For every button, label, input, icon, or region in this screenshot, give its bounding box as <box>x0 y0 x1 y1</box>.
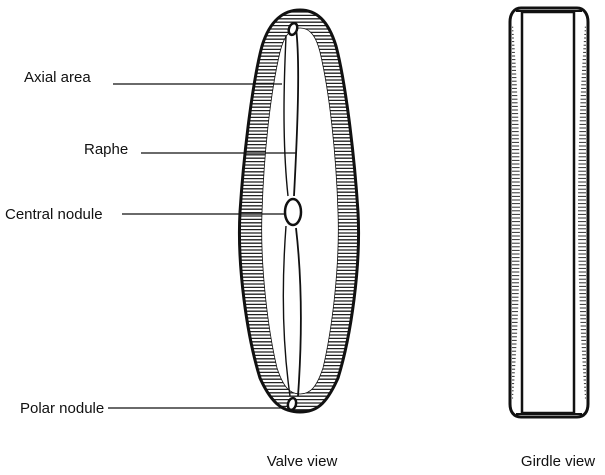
label-polar-nodule-group: Polar nodule <box>20 400 286 417</box>
caption-valve-view: Valve view <box>267 453 338 470</box>
label-axial-area: Axial area <box>24 69 91 86</box>
label-axial-area-group: Axial area <box>24 69 282 86</box>
girdle-view <box>510 8 588 417</box>
label-polar-nodule: Polar nodule <box>20 400 104 417</box>
central-nodule <box>285 199 301 225</box>
valve-view <box>230 10 370 412</box>
caption-girdle-view: Girdle view <box>521 453 595 470</box>
label-central-nodule: Central nodule <box>5 206 103 223</box>
label-raphe: Raphe <box>84 141 128 158</box>
